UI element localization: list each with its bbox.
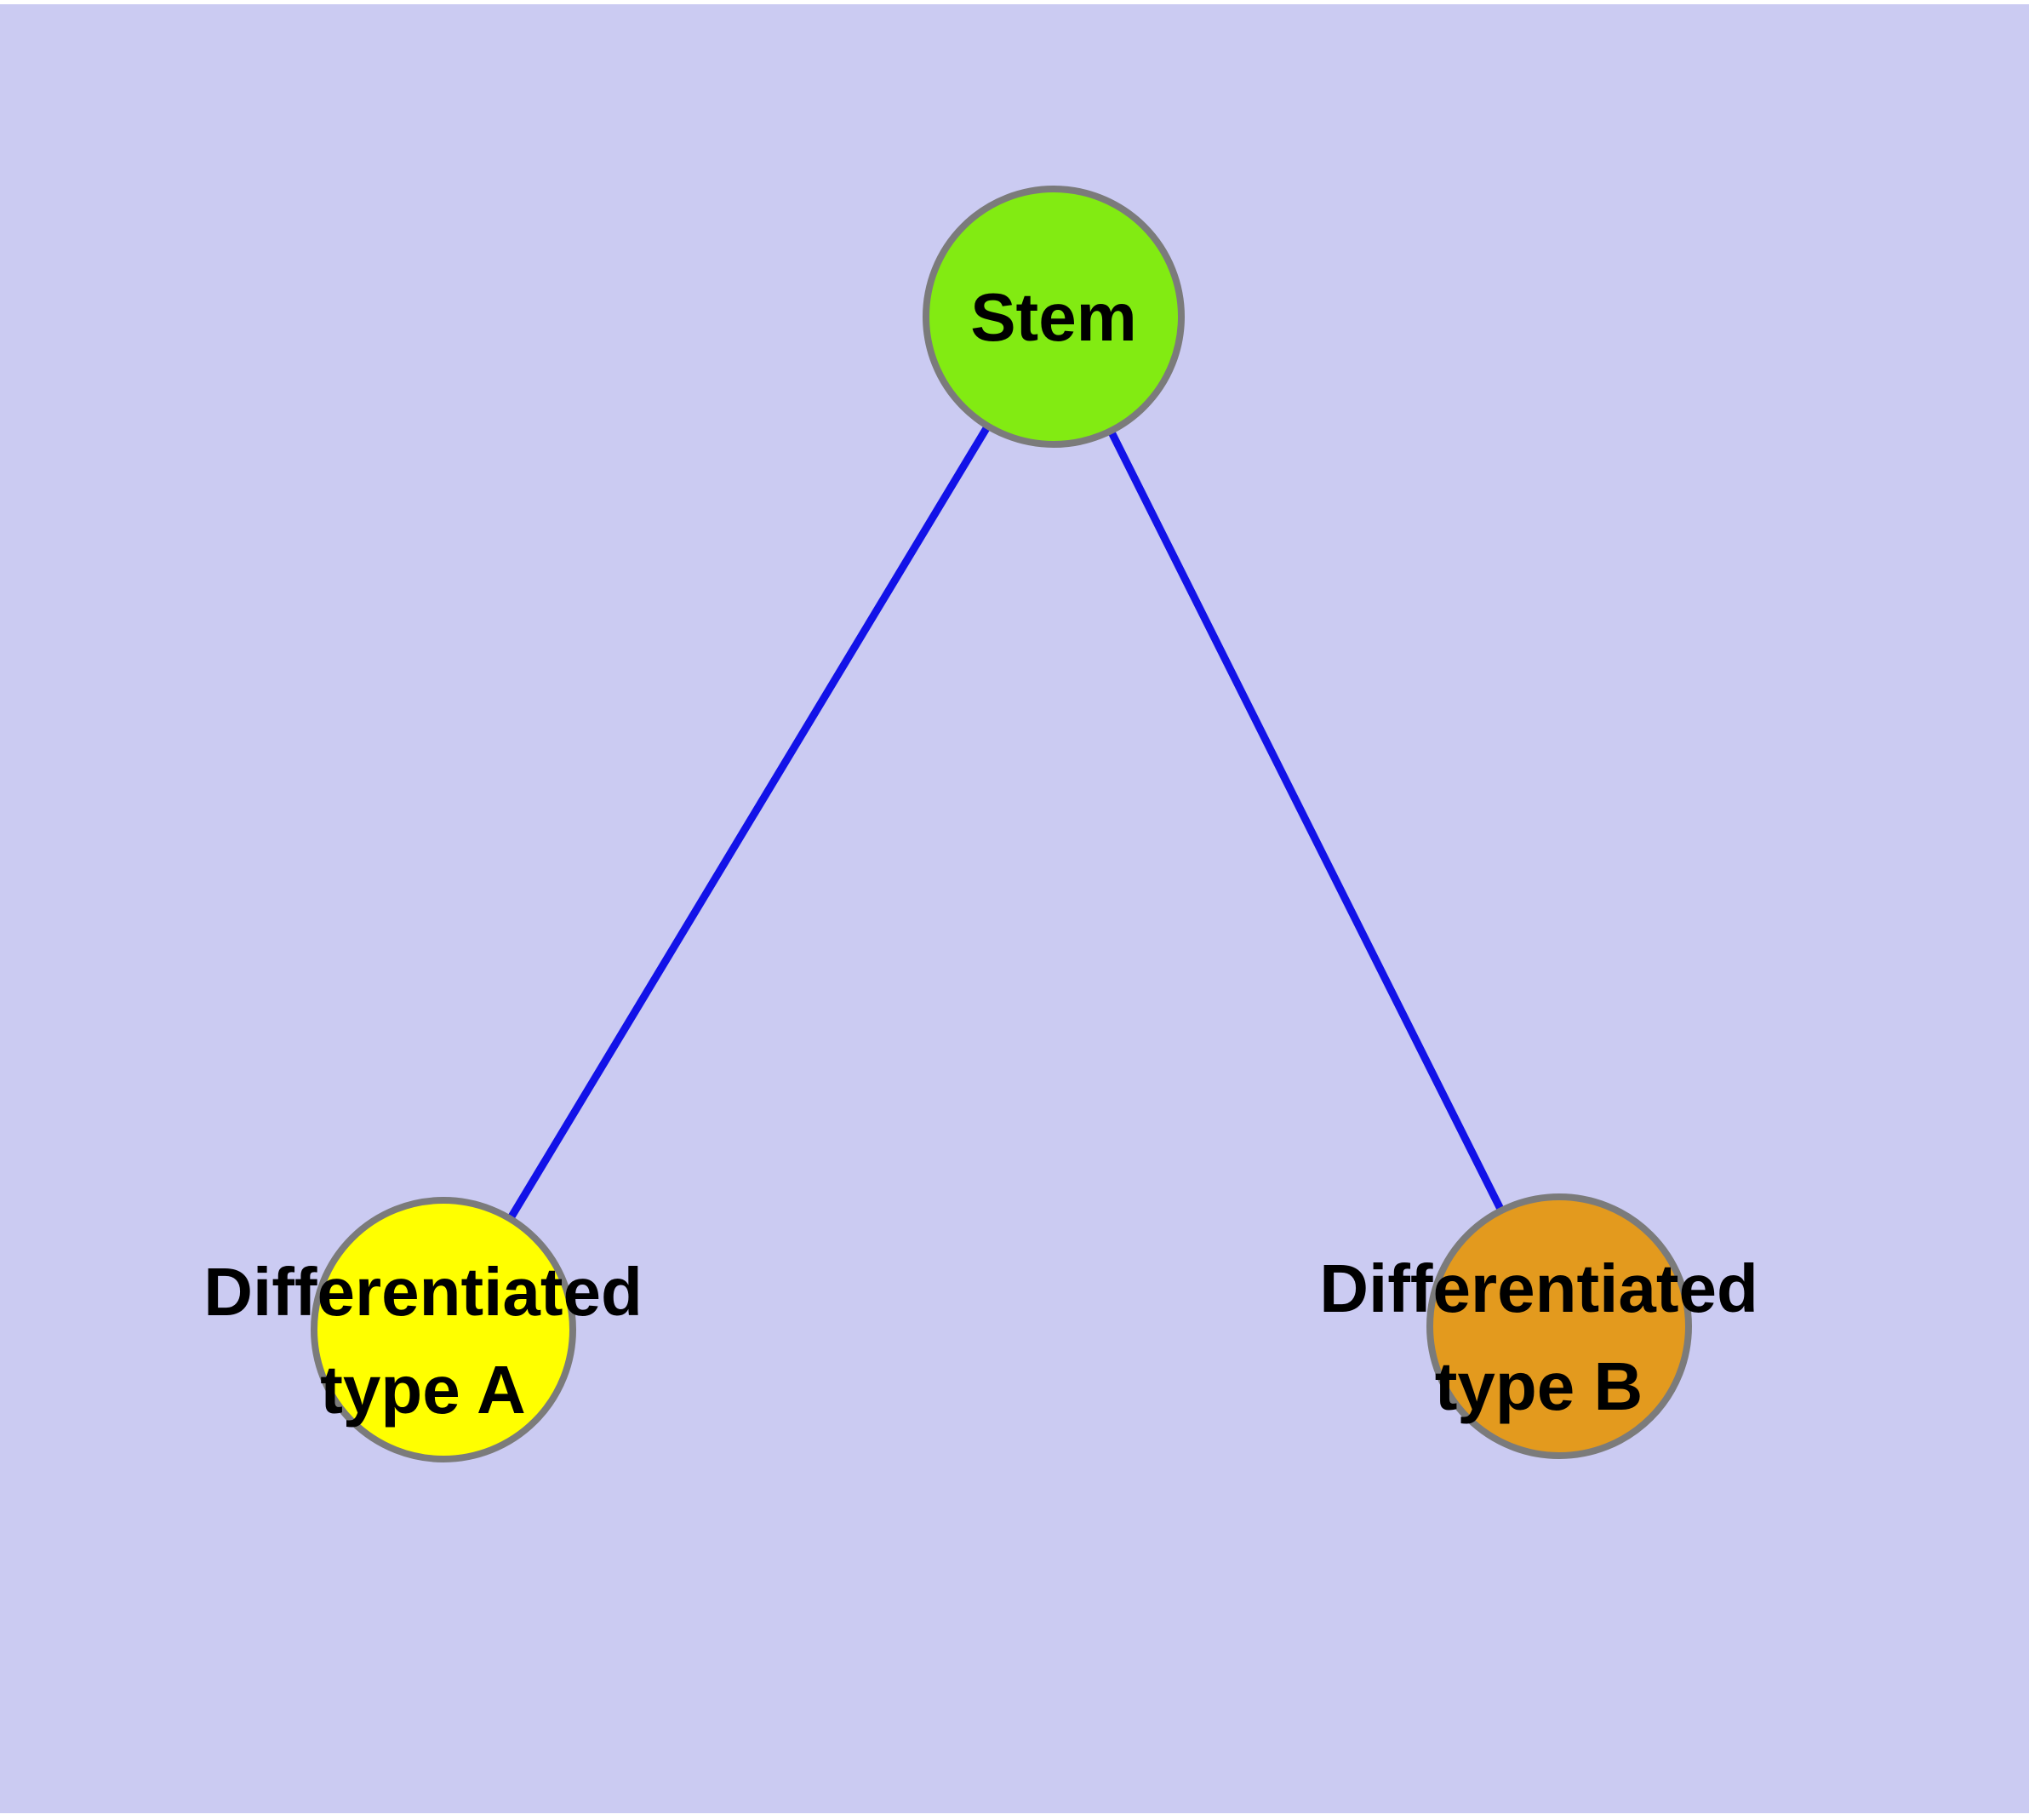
edge-stem-to-type-a — [439, 312, 1058, 1334]
differentiated-type-b-node: Differentiated type B — [1319, 1193, 1758, 1459]
stem-node-label: Stem — [970, 279, 1137, 355]
differentiated-type-a-node: Differentiated type A — [203, 1197, 643, 1462]
differentiated-type-b-label-line1: Differentiated — [1319, 1251, 1758, 1326]
stem-node: Stem — [923, 186, 1185, 448]
differentiated-type-b-circle — [1426, 1193, 1692, 1459]
differentiated-type-a-circle — [311, 1197, 576, 1462]
stem-node-circle — [923, 186, 1185, 448]
differentiated-type-b-label-line2: type B — [1435, 1348, 1643, 1424]
edge-stem-to-type-b — [1049, 312, 1563, 1331]
differentiated-type-a-label-line2: type A — [320, 1352, 526, 1428]
differentiated-type-a-label-line1: Differentiated — [203, 1254, 643, 1330]
